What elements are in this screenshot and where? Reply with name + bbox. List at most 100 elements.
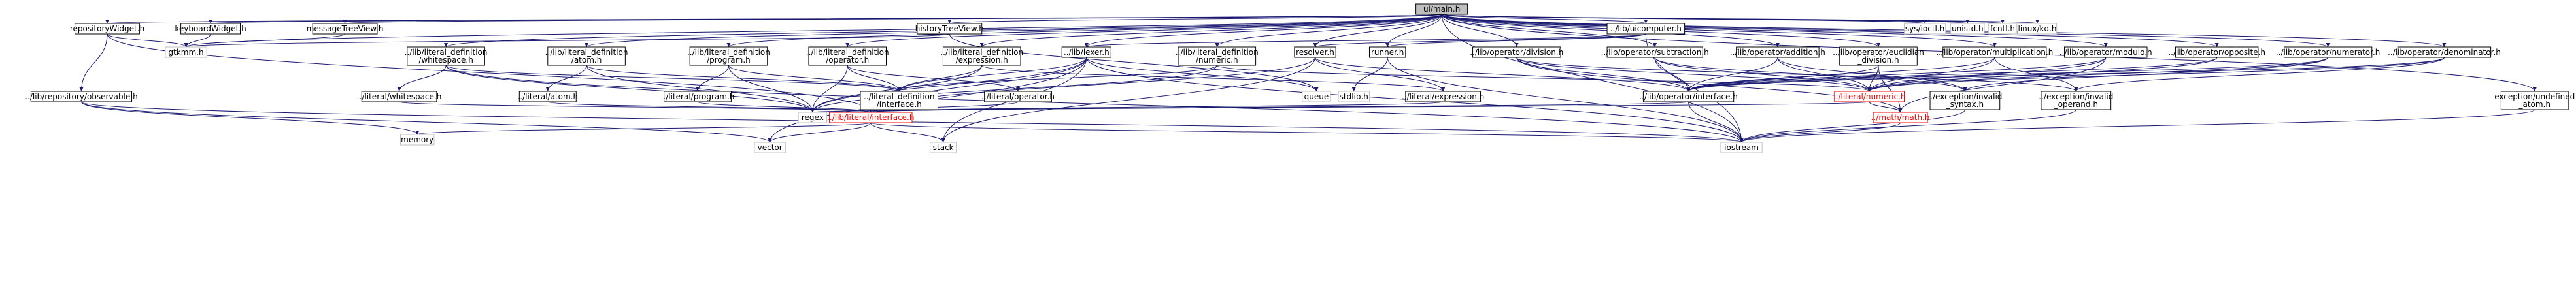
node-lit-operator[interactable]: ../literal/operator.h [981, 91, 1055, 102]
node-label: ../lib/literal_definition [940, 48, 1023, 57]
node-label: ../lib/literal_definition [545, 48, 628, 57]
edge-main-to-uicomputer [1441, 14, 1648, 24]
node-box [1368, 46, 1406, 58]
dependency-edges [79, 14, 2537, 143]
edge-op-addition-to-op-interface [1686, 57, 1778, 92]
node-math[interactable]: ../math/math.h [1871, 112, 1930, 123]
node-lit-whitespace[interactable]: ../literal/whitespace.h [357, 91, 442, 102]
edge-main-to-ld-program [726, 14, 1442, 48]
node-label: ../math/math.h [1871, 113, 1930, 122]
node-ld-numeric[interactable]: ../lib/literal_definition/numeric.h [1176, 46, 1259, 66]
node-op-numerator[interactable]: ../lib/operator/numerator.h [2276, 46, 2381, 58]
node-label: ../lib/literal/interface.h [827, 113, 914, 122]
node-label: _syntax.h [1946, 100, 1984, 109]
edge-ld-operator-to-regex [810, 65, 848, 113]
edge-op-division-to-lit-numeric [1516, 57, 1872, 92]
node-lit-atom[interactable]: ../literal/atom.h [517, 91, 578, 102]
node-op-subtraction[interactable]: ../lib/operator/subtraction.h [1601, 46, 1709, 58]
node-repositorywidget[interactable]: repositoryWidget.h [70, 23, 144, 35]
node-label: gtkmm.h [168, 48, 203, 57]
edge-main-to-op-division [1441, 14, 1519, 48]
node-label: ../lib/operator/numerator.h [2276, 48, 2381, 57]
node-ld-operator[interactable]: ../lib/literal_definition/operator.h [806, 46, 889, 66]
edge-repositorywidget-to-lib-literal-interface [107, 33, 873, 113]
node-keyboardwidget[interactable]: keyboardWidget.h [175, 23, 246, 35]
node-label: historyTreeView.h [915, 24, 984, 33]
node-queue: queue [1302, 91, 1331, 102]
node-op-denominator[interactable]: ../lib/operator/denominator.h [2388, 46, 2501, 58]
node-lib-literal-interface[interactable]: ../lib/literal/interface.h [827, 112, 914, 123]
node-exc-invalid-syntax[interactable]: ../exception/invalid_syntax.h [1927, 91, 2002, 110]
node-ld-interface[interactable]: ../literal_definition/interface.h [860, 91, 939, 110]
node-messagetreeview[interactable]: messageTreeView.h [307, 23, 384, 35]
node-lib-observable[interactable]: ../lib/repository/observable.h [25, 91, 138, 102]
node-ld-whitespace[interactable]: ../lib/literal_definition/whitespace.h [405, 46, 488, 66]
node-historytreeview[interactable]: historyTreeView.h [915, 23, 984, 35]
node-box [180, 23, 241, 35]
node-op-division[interactable]: ../lib/operator/division.h [1470, 46, 1563, 58]
edge-main-to-ld-atom [585, 14, 1442, 48]
edge-ld-numeric-to-ld-interface [897, 65, 1217, 92]
edge-lib-literal-interface-to-iostream [870, 122, 1744, 143]
edge-op-multiplication-to-exc-invalid-operand [1994, 57, 2078, 92]
node-lexer[interactable]: ../lib/lexer.h [1061, 46, 1111, 58]
node-main[interactable]: ui/main.h [1415, 3, 1468, 15]
node-label: ../lib/operator/multiplication.h [1936, 48, 2053, 57]
node-runner[interactable]: runner.h [1368, 46, 1406, 58]
node-label: ../lib/operator/interface.h [1639, 92, 1738, 101]
edge-ld-atom-to-ld-interface [586, 65, 902, 92]
edge-main-to-op-modulo [1441, 14, 2108, 48]
node-exc-undefined-atom[interactable]: exception/undefined_atom.h [2494, 91, 2575, 110]
edge-resolver-to-lit-expression [1314, 57, 1446, 92]
edge-lexer-to-ld-interface [897, 57, 1087, 92]
node-op-modulo[interactable]: ../lib/operator/modulo.h [2059, 46, 2152, 58]
edge-uicomputer-to-lexer [1085, 33, 1646, 48]
node-resolver[interactable]: resolver.h [1294, 46, 1336, 58]
edge-ld-operator-to-lit-operator [847, 65, 1020, 92]
node-stack: stack [930, 142, 957, 153]
node-label: ../lib/operator/addition.h [1730, 48, 1825, 57]
node-box [1720, 142, 1763, 153]
node-label: ../lib/literal_definition [405, 48, 488, 57]
node-op-multiplication[interactable]: ../lib/operator/multiplication.h [1936, 46, 2053, 58]
node-box [1873, 112, 1928, 123]
node-op-interface[interactable]: ../lib/operator/interface.h [1639, 91, 1738, 102]
node-box [2064, 46, 2148, 58]
node-ld-expression[interactable]: ../lib/literal_definition/expression.h [940, 46, 1023, 66]
node-box [2500, 91, 2569, 110]
edge-main-to-linux-kd [1441, 14, 2039, 24]
edge-ld-expression-to-regex [810, 65, 983, 113]
node-exc-invalid-operand[interactable]: ../exception/invalid_operand.h [2039, 91, 2113, 110]
node-op-opposite[interactable]: ../lib/operator/opposite.h [2168, 46, 2265, 58]
node-ld-program[interactable]: ../lib/literal_definition/program.h [687, 46, 770, 66]
node-fcntl: fcntl.h [1988, 23, 2018, 35]
node-ld-atom[interactable]: ../lib/literal_definition/atom.h [545, 46, 628, 66]
edge-op-numerator-to-lit-numeric [1867, 57, 2329, 92]
edge-ld-program-to-lit-program [696, 65, 729, 92]
node-op-addition[interactable]: ../lib/operator/addition.h [1730, 46, 1825, 58]
edge-lexer-to-regex [810, 57, 1087, 113]
node-box [1294, 46, 1336, 58]
edge-op-denominator-to-op-interface [1686, 57, 2445, 92]
edge-op-subtraction-to-exc-invalid-syntax [1654, 57, 1967, 92]
node-lit-expression[interactable]: ../literal/expression.h [1402, 91, 1484, 102]
node-box [798, 112, 828, 123]
node-sys-ioctl: sys/ioctl.h [1904, 23, 1946, 35]
node-box [754, 142, 786, 153]
node-lit-program[interactable]: ../literal/program.h [661, 91, 735, 102]
edge-op-opposite-to-lit-numeric [1867, 57, 2218, 92]
edge-ld-atom-to-lit-atom [545, 65, 587, 92]
node-box [1904, 23, 1946, 35]
edge-main-to-op-opposite [1441, 14, 2219, 48]
node-label: ../lib/operator/division.h [1470, 48, 1563, 57]
edge-lit-numeric-to-lib-literal-interface [869, 101, 1870, 113]
edge-ld-expression-to-lit-expression [981, 65, 1445, 92]
edge-op-modulo-to-op-interface [1686, 57, 2107, 92]
node-uicomputer[interactable]: ../lib/uicomputer.h [1606, 23, 1686, 35]
node-lit-numeric[interactable]: ../literal/numeric.h [1833, 91, 1906, 102]
edge-lexer-to-queue [1086, 57, 1319, 92]
edge-op-opposite-to-op-interface [1686, 57, 2218, 92]
node-label: ../literal/numeric.h [1833, 92, 1906, 101]
node-op-euclidian[interactable]: ../lib/operator/euclidian_division.h [1833, 46, 1924, 66]
